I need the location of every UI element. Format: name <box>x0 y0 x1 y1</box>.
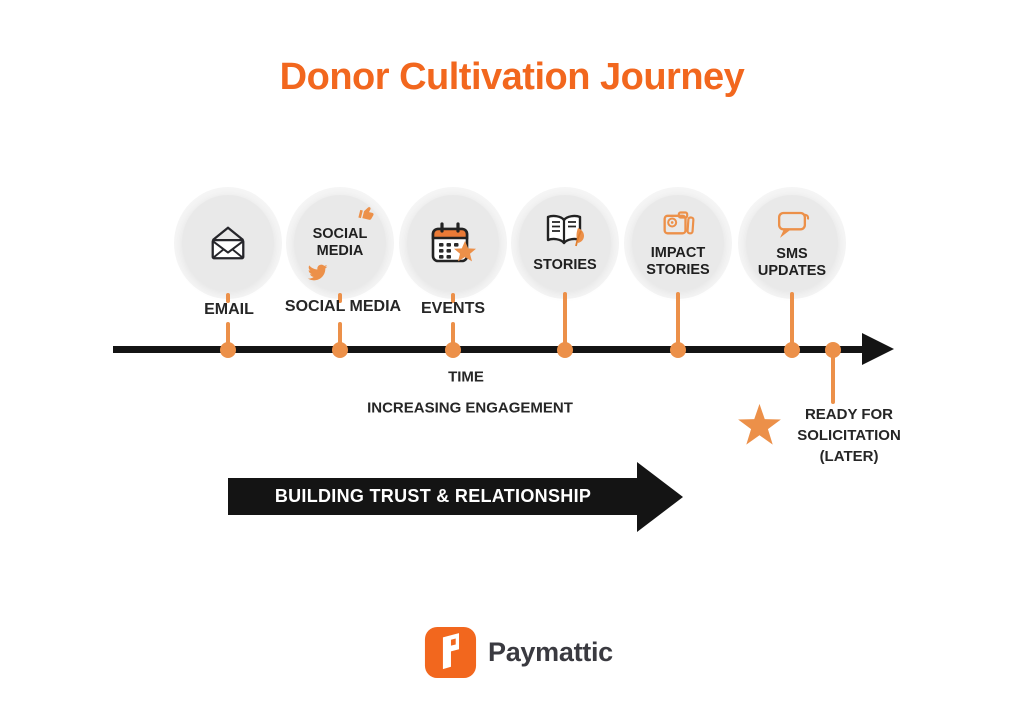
star-icon <box>736 402 783 447</box>
stage-label-events: EVENTS <box>420 300 486 317</box>
stage-inner-label: SOCIAL MEDIA <box>312 226 368 259</box>
milestone-line-1: READY FOR <box>804 406 894 423</box>
building-trust-banner: BUILDING TRUST & RELATIONSHIP <box>228 478 638 515</box>
timeline-dot <box>445 342 461 358</box>
stage-circle-impact-stories: IMPACT STORIES <box>632 195 724 291</box>
brand-footer: Paymattic <box>424 626 613 679</box>
time-label: TIME <box>448 368 484 386</box>
stage-stem <box>338 322 342 351</box>
milestone-caption: READY FOR SOLICITATION (LATER) <box>788 404 910 467</box>
milestone-line-2: SOLICITATION <box>797 427 901 444</box>
twitter-bird-icon <box>306 263 328 282</box>
camera-icon <box>658 208 698 242</box>
timeline-arrowhead-icon <box>862 333 894 365</box>
thumbs-up-icon <box>355 201 380 226</box>
stage-stem <box>676 292 680 351</box>
stage-circle-sms-updates: SMS UPDATES <box>746 195 838 291</box>
milestone-line-3: (LATER) <box>819 448 879 465</box>
stage-label-social-media: SOCIAL MEDIA <box>284 298 402 315</box>
stage-circle-stories: STORIES <box>519 195 611 291</box>
stage-stem <box>226 322 230 351</box>
timeline-dot <box>220 342 236 358</box>
building-trust-label: BUILDING TRUST & RELATIONSHIP <box>274 486 592 506</box>
timeline-dot <box>670 342 686 358</box>
timeline-dot-solicitation <box>825 342 841 358</box>
stage-stem <box>790 292 794 351</box>
stage-connector-dash <box>226 293 230 303</box>
stage-inner-label: IMPACT STORIES <box>646 244 710 278</box>
chat-bubble-icon <box>771 207 813 243</box>
stage-circle-events <box>407 195 499 291</box>
calendar-star-icon <box>425 217 481 269</box>
stage-circle-social-media: SOCIAL MEDIA <box>294 195 386 291</box>
stage-inner-label: STORIES <box>533 257 597 274</box>
stage-label-email: EMAIL <box>204 301 254 318</box>
page-title: Donor Cultivation Journey <box>279 56 745 98</box>
envelope-icon <box>205 222 251 264</box>
stage-connector-dash <box>338 293 342 303</box>
stage-inner-label: SMS UPDATES <box>757 245 827 279</box>
stage-connector-dash <box>451 293 455 303</box>
timeline-dot <box>557 342 573 358</box>
timeline-axis <box>113 346 873 353</box>
stage-circle-email <box>182 195 274 291</box>
milestone-stem <box>831 354 835 404</box>
brand-name: Paymattic <box>488 637 613 667</box>
timeline-dot <box>332 342 348 358</box>
open-book-icon <box>540 212 590 254</box>
paymattic-logo-icon <box>424 626 477 679</box>
stage-stem <box>563 292 567 351</box>
increasing-engagement-label: INCREASING ENGAGEMENT <box>367 399 573 417</box>
stage-stem <box>451 322 455 351</box>
banner-arrowhead-icon <box>637 462 683 532</box>
timeline-dot <box>784 342 800 358</box>
